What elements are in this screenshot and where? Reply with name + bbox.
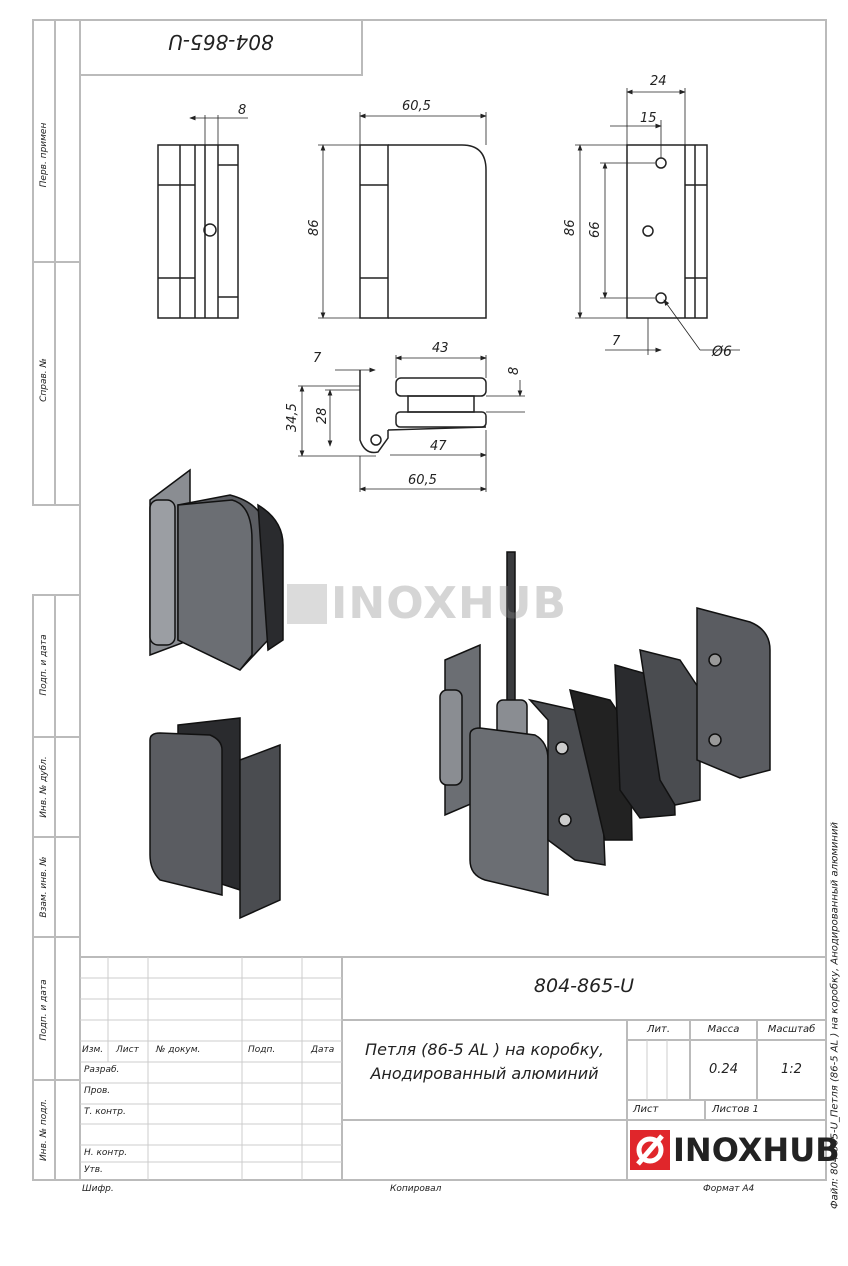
dim-top-height-total: 34,5 bbox=[285, 403, 300, 432]
logo-text: INOXHUB bbox=[673, 1131, 840, 1169]
dim-top-plate: 43 bbox=[432, 341, 449, 356]
exploded-hinge bbox=[439, 551, 771, 896]
isometric-hinge-1 bbox=[149, 468, 284, 671]
dim-right-inner: 15 bbox=[640, 111, 657, 126]
dim-hole-diameter: Ø6 bbox=[711, 344, 732, 360]
dim-top-inner: 47 bbox=[430, 439, 447, 454]
designation: 804-865-U bbox=[533, 975, 635, 997]
dim-top-overall: 60,5 bbox=[408, 473, 437, 488]
watermark-text: INOXHUB bbox=[331, 578, 568, 629]
drawing-frame bbox=[32, 19, 827, 1181]
sheets-label: Листов 1 bbox=[712, 1104, 759, 1115]
side-label-orig-inv: Инв. № подл. bbox=[39, 1098, 49, 1162]
dim-top-thickness: 8 bbox=[507, 367, 522, 375]
part-name-line-1: Петля (86-5 AL ) на коробку, bbox=[365, 1040, 604, 1059]
role-approver: Утв. bbox=[84, 1165, 103, 1175]
footer-copied: Копировал bbox=[390, 1184, 442, 1194]
mass-label: Масса bbox=[707, 1024, 740, 1035]
part-name-line-2: Анодированный алюминий bbox=[370, 1064, 599, 1083]
dim-right-total: 24 bbox=[650, 74, 667, 89]
technical-drawing: 8 60,5 86 24 15 86 66 7 Ø6 bbox=[149, 74, 771, 920]
role-developer: Разраб. bbox=[84, 1065, 120, 1075]
front-view bbox=[359, 144, 487, 319]
side-label-sign-date-2: Подп. и дата bbox=[39, 979, 49, 1041]
part-name: Петля (86-5 AL ) на коробку, Анодированн… bbox=[342, 1038, 627, 1086]
scale-value: 1:2 bbox=[781, 1062, 802, 1077]
dim-hole-spacing: 66 bbox=[588, 221, 603, 238]
dim-right-height: 86 bbox=[563, 219, 578, 236]
footer-cipher: Шифр. bbox=[82, 1184, 114, 1194]
isometric-hinge-2 bbox=[149, 717, 281, 920]
dim-top-height: 28 bbox=[315, 407, 330, 424]
dim-front-height: 86 bbox=[307, 219, 322, 236]
company-logo: INOXHUB bbox=[630, 1130, 840, 1170]
dim-front-width: 60,5 bbox=[402, 99, 431, 114]
header-izm: Изм. bbox=[82, 1045, 104, 1055]
dim-top-leaf: 7 bbox=[313, 351, 322, 366]
role-norm-control: Н. контр. bbox=[84, 1148, 128, 1158]
dim-left-width: 8 bbox=[238, 103, 246, 118]
role-checker: Пров. bbox=[84, 1086, 111, 1096]
back-view bbox=[626, 144, 708, 319]
header-date: Дата bbox=[311, 1045, 335, 1055]
footer-format: Формат А4 bbox=[703, 1184, 755, 1194]
header-doc: № докум. bbox=[156, 1045, 201, 1055]
watermark-logo-icon bbox=[287, 583, 327, 624]
lit-label: Лит. bbox=[646, 1024, 671, 1035]
dim-hole-offset: 7 bbox=[612, 334, 621, 349]
watermark: INOXHUB bbox=[287, 578, 567, 629]
inoxhub-logo-icon bbox=[630, 1130, 670, 1170]
header-list: Лист bbox=[116, 1045, 139, 1055]
role-tech-control: Т. контр. bbox=[84, 1107, 126, 1117]
top-view bbox=[359, 370, 487, 454]
scale-label: Масштаб bbox=[767, 1024, 816, 1035]
side-view bbox=[157, 144, 239, 319]
mass-value: 0.24 bbox=[709, 1062, 738, 1077]
header-sign: Подп. bbox=[248, 1045, 276, 1055]
sheet-label: Лист bbox=[633, 1104, 659, 1115]
